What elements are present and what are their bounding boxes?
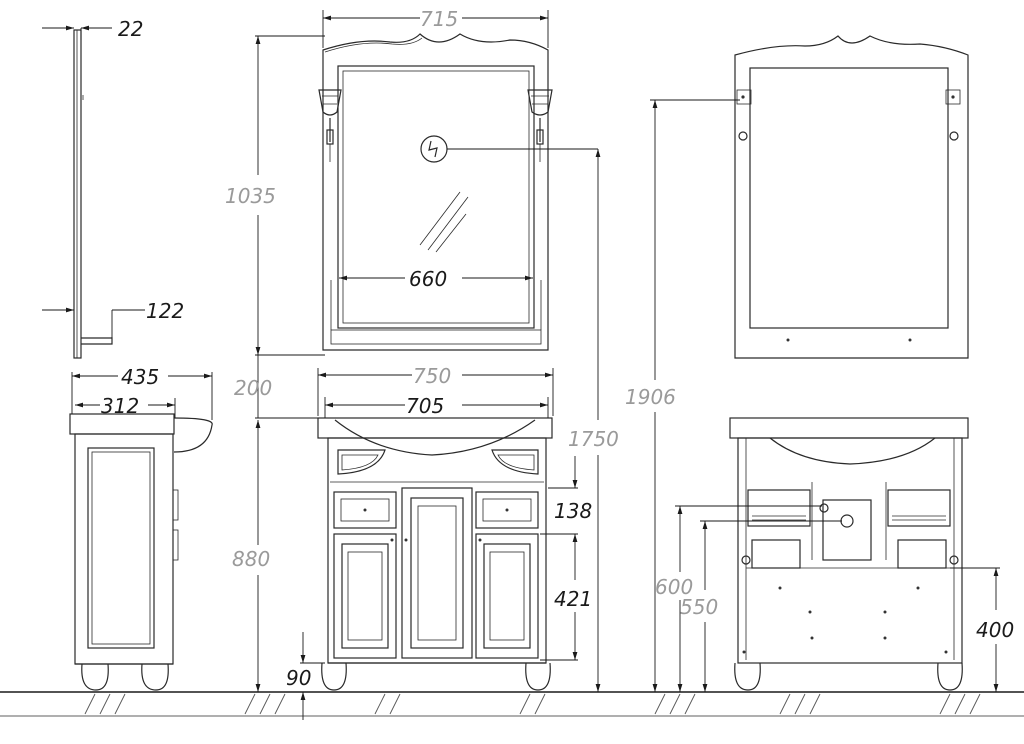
dim-mirror-shelf-depth: 122: [42, 299, 184, 338]
dim-vanity-body-depth: 312: [75, 394, 176, 418]
dim-drain-height: 400: [950, 567, 1014, 692]
dim-label-400: 400: [976, 618, 1014, 642]
dim-label-750: 750: [413, 364, 451, 388]
dim-mirror-shelf-width: 660: [339, 267, 533, 291]
right-sconce: [527, 89, 553, 162]
dim-label-550: 550: [680, 595, 718, 619]
dim-label-1750: 1750: [568, 427, 619, 451]
floor-hatching: [84, 693, 981, 715]
dim-label-715: 715: [420, 7, 458, 31]
dim-label-421: 421: [554, 587, 592, 611]
mirror-front-view: [322, 33, 549, 351]
dim-label-880: 880: [232, 547, 270, 571]
vanity-front-view: [317, 417, 553, 691]
dim-label-435: 435: [121, 365, 159, 389]
dim-door-height: 421: [540, 533, 592, 661]
dim-label-705: 705: [406, 394, 444, 418]
dim-vanity-width: 750: [317, 364, 554, 416]
dim-drawer-height: 138: [548, 456, 592, 523]
dim-label-600: 600: [655, 575, 693, 599]
dim-label-312: 312: [101, 394, 139, 418]
dim-label-90: 90: [286, 666, 311, 690]
dim-label-1035: 1035: [225, 184, 276, 208]
dim-socket-height: 1750: [568, 149, 619, 692]
dim-label-122: 122: [146, 299, 184, 323]
dim-vanity-depth: 435: [71, 365, 213, 420]
mirror-side-view: [73, 29, 113, 359]
dim-mirror-width: 715: [322, 7, 549, 48]
dim-basin-width: 705: [324, 394, 549, 418]
dim-vanity-height: 880: [232, 420, 325, 693]
dim-label-22: 22: [118, 17, 143, 41]
vanity-back-view: [729, 417, 969, 691]
dim-gap-above-vanity: 200: [234, 355, 320, 419]
dim-pipe-height-550: 550: [680, 520, 842, 692]
left-sconce: [318, 89, 342, 162]
dim-pipe-height-600: 600: [655, 505, 822, 692]
dim-label-660: 660: [409, 267, 447, 291]
dim-total-height: 1906: [625, 99, 740, 692]
dim-leg-height: 90: [286, 632, 325, 720]
vanity-side-view: [69, 413, 213, 691]
dim-label-138: 138: [554, 499, 592, 523]
socket-symbol: [420, 135, 598, 163]
dim-label-1906: 1906: [625, 385, 676, 409]
floor-line: [0, 691, 1024, 717]
mirror-back-view: [734, 35, 969, 359]
dim-mirror-depth: 22: [42, 17, 143, 41]
dim-mirror-height: 1035: [225, 35, 325, 356]
dim-label-200: 200: [234, 376, 272, 400]
